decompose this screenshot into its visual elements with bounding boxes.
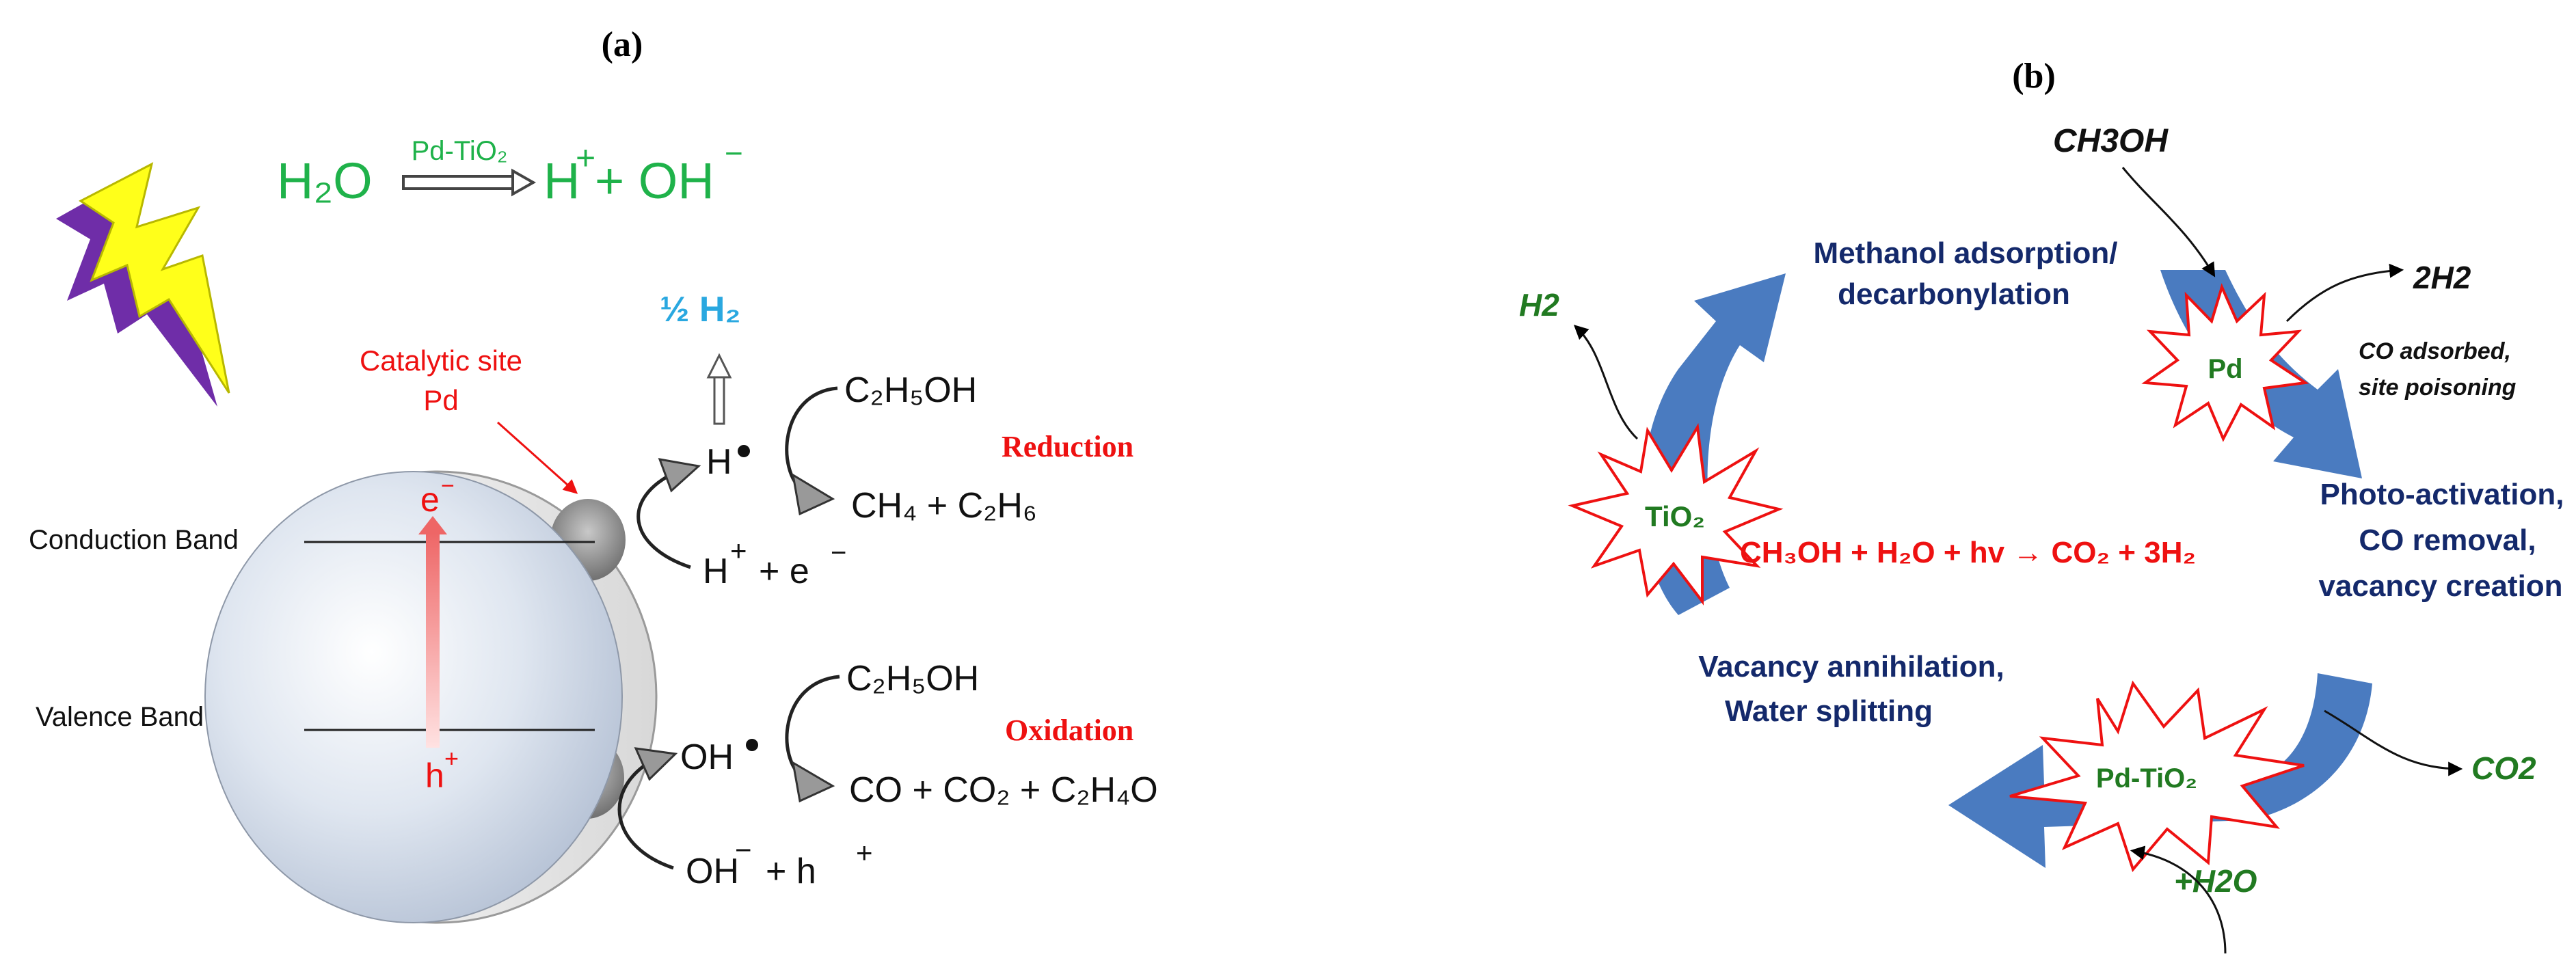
pd-tio2-label: Pd-TiO₂ (2096, 763, 2197, 794)
oh-radical-label: OH (680, 737, 734, 777)
lightning-icon (56, 162, 230, 407)
ethanol-bottom-label: C₂H₅OH (846, 659, 979, 698)
methanol-adsorption-line2: decarbonylation (1838, 277, 2070, 311)
equation-product-h-sup: + (576, 139, 595, 177)
h-plus-to-h-head (658, 458, 701, 493)
oh-minus-rest-sup: + (856, 837, 873, 869)
h2-output-right: 2H2 (2413, 260, 2471, 295)
co2-output: CO2 (2471, 750, 2536, 786)
photo-activation-line1: Photo-activation, (2320, 478, 2564, 511)
h-plus-to-h-arrow (636, 470, 691, 569)
h2-output-left-arrow (1573, 325, 1639, 440)
overall-reaction: CH₃OH + H₂O + hv → CO₂ + 3H₂ (1740, 536, 2196, 569)
excitation-arrow (418, 516, 447, 748)
h-plus-sup: + (730, 534, 747, 567)
equation-arrow (402, 168, 537, 197)
process-labels: Methanol adsorption/ decarbonylation Pho… (1698, 236, 2564, 728)
panel-a-label: (a) (602, 25, 643, 64)
cycle-arrow-bottom (1948, 673, 2372, 868)
equation-product-oh-sup: − (725, 135, 743, 171)
oh-minus-label: OH (686, 852, 739, 891)
hole-sup: + (444, 744, 459, 772)
h-plus-rest: + e (759, 552, 809, 591)
catalytic-site-label: Catalytic site (360, 344, 522, 377)
oxidation-label: Oxidation (1005, 714, 1133, 747)
tio2-label: TiO₂ (1645, 500, 1705, 532)
h2-output-left: H2 (1519, 287, 1559, 323)
h2-evolution-arrow (706, 353, 732, 425)
vacancy-line1: Vacancy annihilation, (1698, 650, 2004, 683)
pd-label: Pd (2208, 354, 2242, 384)
oh-minus-to-oh-arrow (617, 760, 674, 870)
oh-minus-to-oh-head (634, 747, 678, 781)
h2o-input-arrow (2130, 845, 2227, 954)
oh-radical-dot (746, 739, 758, 751)
half-h2-label: ½ H₂ (660, 290, 740, 329)
h2-output-right-arrow (2285, 263, 2404, 323)
equation-product-rest: + OH (595, 152, 714, 209)
h-plus-label: H (703, 552, 729, 591)
photo-activation-line2: CO removal, (2359, 524, 2536, 557)
pd-starburst (2141, 283, 2309, 442)
ethanol-oxidation-head (791, 761, 835, 803)
panel-b-label: (b) (2012, 57, 2056, 96)
hole-label: h (425, 757, 444, 795)
h2o-input: +H2O (2174, 863, 2257, 899)
equation-catalyst: Pd-TiO₂ (412, 136, 508, 166)
ch3oh-input-arrow (2121, 167, 2216, 277)
ch3oh-input: CH3OH (2053, 123, 2169, 159)
ethanol-reduction-head (791, 473, 835, 516)
methanol-adsorption-line1: Methanol adsorption/ (1814, 236, 2118, 270)
oxidation-products-label: CO + CO₂ + C₂H₄O (849, 770, 1158, 810)
equation-product-h: H (544, 152, 580, 209)
reduction-products-label: CH₄ + C₂H₆ (851, 486, 1037, 526)
tio2-starburst (1568, 423, 1784, 606)
valence-band-label: Valence Band (36, 702, 204, 732)
reduction-label: Reduction (1002, 430, 1133, 463)
oh-minus-rest: + h (766, 852, 816, 891)
oh-minus-sup: − (735, 834, 752, 866)
equation-reactant: H₂O (277, 152, 373, 209)
photo-activation-line3: vacancy creation (2318, 569, 2562, 603)
h-plus-rest-sup: − (831, 538, 846, 568)
tio2-particle (204, 470, 658, 924)
h-radical-label: H (706, 442, 732, 482)
co-adsorbed-line1: CO adsorbed, (2359, 338, 2511, 364)
h-radical-dot (738, 445, 750, 457)
electron-sup: − (441, 473, 455, 499)
vacancy-line2: Water splitting (1725, 694, 1933, 728)
ethanol-top-label: C₂H₅OH (844, 370, 977, 410)
panel-a: (a) H₂O Pd-TiO₂ H + + OH − Catalytic sit… (29, 25, 1158, 924)
catalytic-site-pointer (496, 421, 578, 494)
co2-output-arrow (2324, 709, 2463, 776)
water-splitting-equation: H₂O Pd-TiO₂ H + + OH − (277, 135, 743, 209)
pd-tio2-starburst (2009, 680, 2305, 873)
co-adsorbed-line2: site poisoning (2359, 375, 2517, 401)
catalytic-site-pd: Pd (423, 384, 458, 416)
panel-b: (b) TiO₂ Pd Pd-TiO₂ CH₃OH + H₂O + hv → C… (1519, 57, 2564, 954)
electron-label: e (420, 480, 440, 519)
conduction-band-label: Conduction Band (29, 525, 239, 555)
